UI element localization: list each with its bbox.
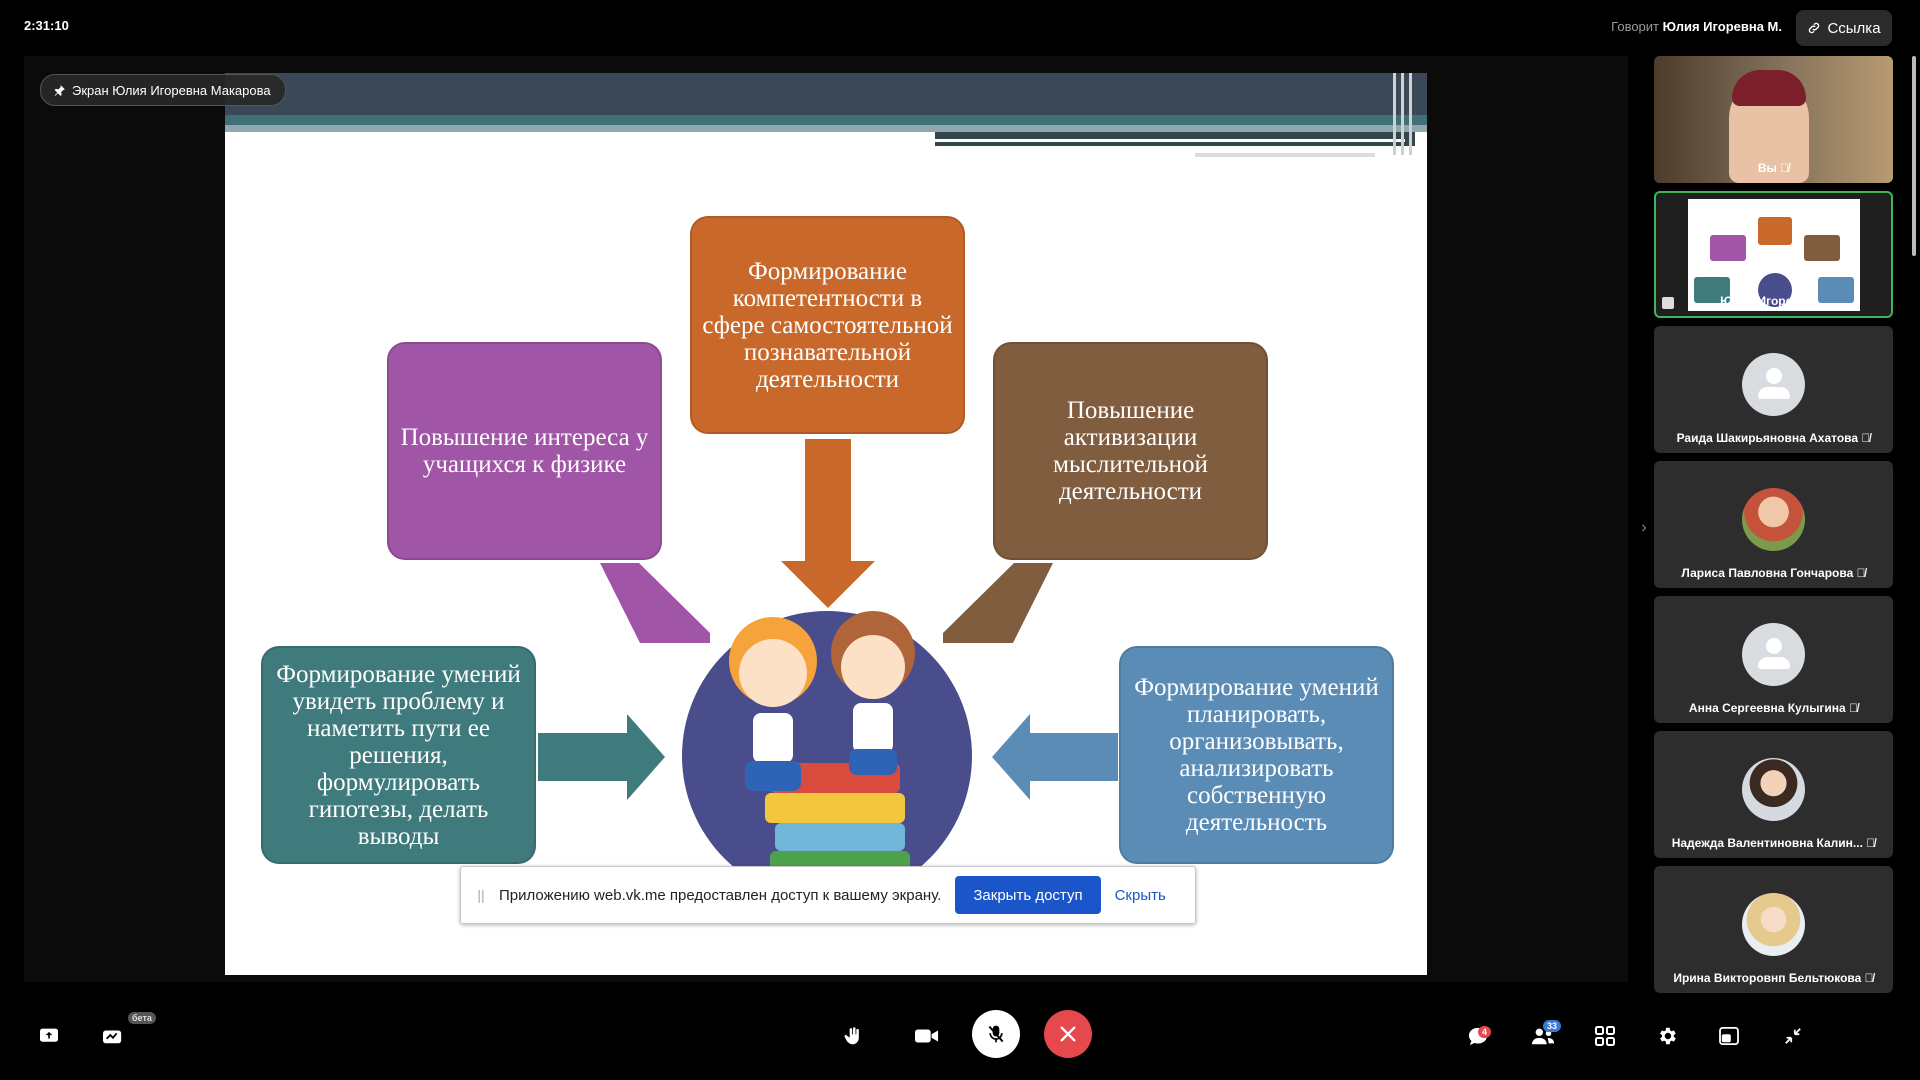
screen-owner-label: Экран Юлия Игоревна Макарова [72,82,271,98]
drag-handle-icon[interactable]: || [477,887,485,903]
share-screen-icon [40,1028,58,1042]
mic-muted-icon: 🎙̸ [1864,971,1874,985]
screen-owner-pill[interactable]: Экран Юлия Игоревна Макарова [40,74,286,106]
participant-tile-self[interactable]: Вы 🎙̸ [1654,56,1893,183]
slide-header-bar [1409,73,1412,155]
raise-hand-icon [844,1027,859,1045]
screen-share-icon [1662,297,1674,309]
goal-box-activation: Повышение активизации мыслительной деяте… [993,342,1268,560]
speaking-indicator: Говорит Юлия Игоревна М. [1611,19,1782,34]
slide-header-bar [1393,73,1396,155]
goal-box-problem-skills: Формирование умений увидеть проблему и н… [261,646,536,864]
speaking-name: Юлия Игоревна М. [1662,19,1782,34]
beta-badge: бета [128,1012,156,1024]
arrow-right [538,714,665,800]
arrow-diag-left [600,563,710,643]
slide-header-bar [1401,73,1404,155]
kids-illustration [729,611,915,791]
call-timer: 2:31:10 [24,18,69,33]
avatar-photo [1742,488,1805,551]
hide-notification-link[interactable]: Скрыть [1114,886,1166,904]
camera-icon [915,1029,939,1043]
participant-tile[interactable]: Лариса Павловна Гончарова 🎙̸ [1654,461,1893,588]
collapse-sidebar-chevron-icon[interactable]: › [1641,519,1647,536]
mic-muted-icon: 🎙̸ [1856,566,1866,580]
microphone-toggle-button[interactable] [972,1010,1020,1058]
participant-name: Раида Шакирьяновна Ахатова 🎙̸ [1676,431,1871,445]
goal-box-interest: Повышение интереса у учащихся к физике [387,342,662,560]
end-call-icon [1060,1026,1076,1042]
settings-icon [1660,1027,1676,1045]
avatar-placeholder-icon [1742,353,1805,416]
collapse-button[interactable] [1778,1014,1808,1058]
slide-header-line [1195,153,1375,157]
participant-name: Юлия Игоревна ... [1720,294,1827,308]
mic-muted-icon [988,1025,1004,1043]
goal-box-planning-skills: Формирование умений планировать, организ… [1119,646,1394,864]
participant-name: Лариса Павловна Гончарова 🎙̸ [1681,566,1866,580]
share-screen-button[interactable] [34,1014,64,1058]
participant-hair [1732,70,1806,106]
screen-thumbnail [1688,199,1860,311]
grid-layout-button[interactable] [1590,1014,1620,1058]
effects-icon [103,1030,122,1044]
arrow-left [992,714,1118,800]
participant-name: Ирина Викторовнп Бельтюкова 🎙̸ [1673,971,1874,985]
mic-muted-icon: 🎙̸ [1866,836,1876,850]
avatar-photo [1742,893,1805,956]
participant-name: Надежда Валентиновна Калин... 🎙̸ [1671,836,1876,850]
grid-icon [1595,1026,1615,1046]
avatar-photo [1742,758,1805,821]
share-message: Приложению web.vk.me предоставлен доступ… [499,886,942,904]
link-icon [1809,22,1820,34]
pip-icon [1719,1027,1739,1045]
shared-slide: Формирование компетентности в сфере само… [225,73,1427,975]
camera-toggle-button[interactable] [910,1014,944,1058]
avatar-placeholder-icon [1742,623,1805,686]
chat-badge: 4 [1478,1026,1492,1038]
pin-icon [54,84,65,96]
copy-link-button[interactable]: Ссылка [1796,10,1892,46]
participant-tile[interactable]: Ирина Викторовнп Бельтюкова 🎙̸ [1654,866,1893,993]
settings-button[interactable] [1652,1014,1682,1058]
participant-name: Анна Сергеевна Кулыгина 🎙̸ [1688,701,1859,715]
mic-muted-icon: 🎙̸ [1849,701,1859,715]
slide-header-band [225,73,1427,115]
slide-header-stripe [225,115,1427,125]
goal-box-competence: Формирование компетентности в сфере само… [690,216,965,434]
effects-button[interactable] [98,1014,128,1058]
stop-sharing-button[interactable]: Закрыть доступ [955,876,1101,914]
copy-link-label: Ссылка [1827,19,1881,37]
participant-name: Вы 🎙̸ [1757,161,1790,175]
screen-share-notification: || Приложению web.vk.me предоставлен дос… [460,866,1196,924]
slide-header-stripe [225,125,1427,132]
mic-muted-icon: 🎙̸ [1861,431,1871,445]
arrow-diag-right [943,563,1053,643]
collapse-icon [1785,1028,1801,1044]
participant-tile-screen[interactable]: Юлия Игоревна ... [1654,191,1893,318]
raise-hand-button[interactable] [838,1014,868,1058]
picture-in-picture-button[interactable] [1714,1014,1744,1058]
speaking-prefix: Говорит [1611,19,1660,34]
slide-header-line [935,139,1405,142]
participants-badge: 33 [1543,1020,1562,1032]
mic-muted-icon: 🎙̸ [1780,161,1790,175]
end-call-button[interactable] [1044,1010,1092,1058]
participant-tile[interactable]: Надежда Валентиновна Калин... 🎙̸ [1654,731,1893,858]
participant-tile[interactable]: Раида Шакирьяновна Ахатова 🎙̸ [1654,326,1893,453]
participant-tile[interactable]: Анна Сергеевна Кулыгина 🎙̸ [1654,596,1893,723]
arrow-down [781,439,875,608]
sidebar-scrollbar[interactable] [1912,56,1916,256]
